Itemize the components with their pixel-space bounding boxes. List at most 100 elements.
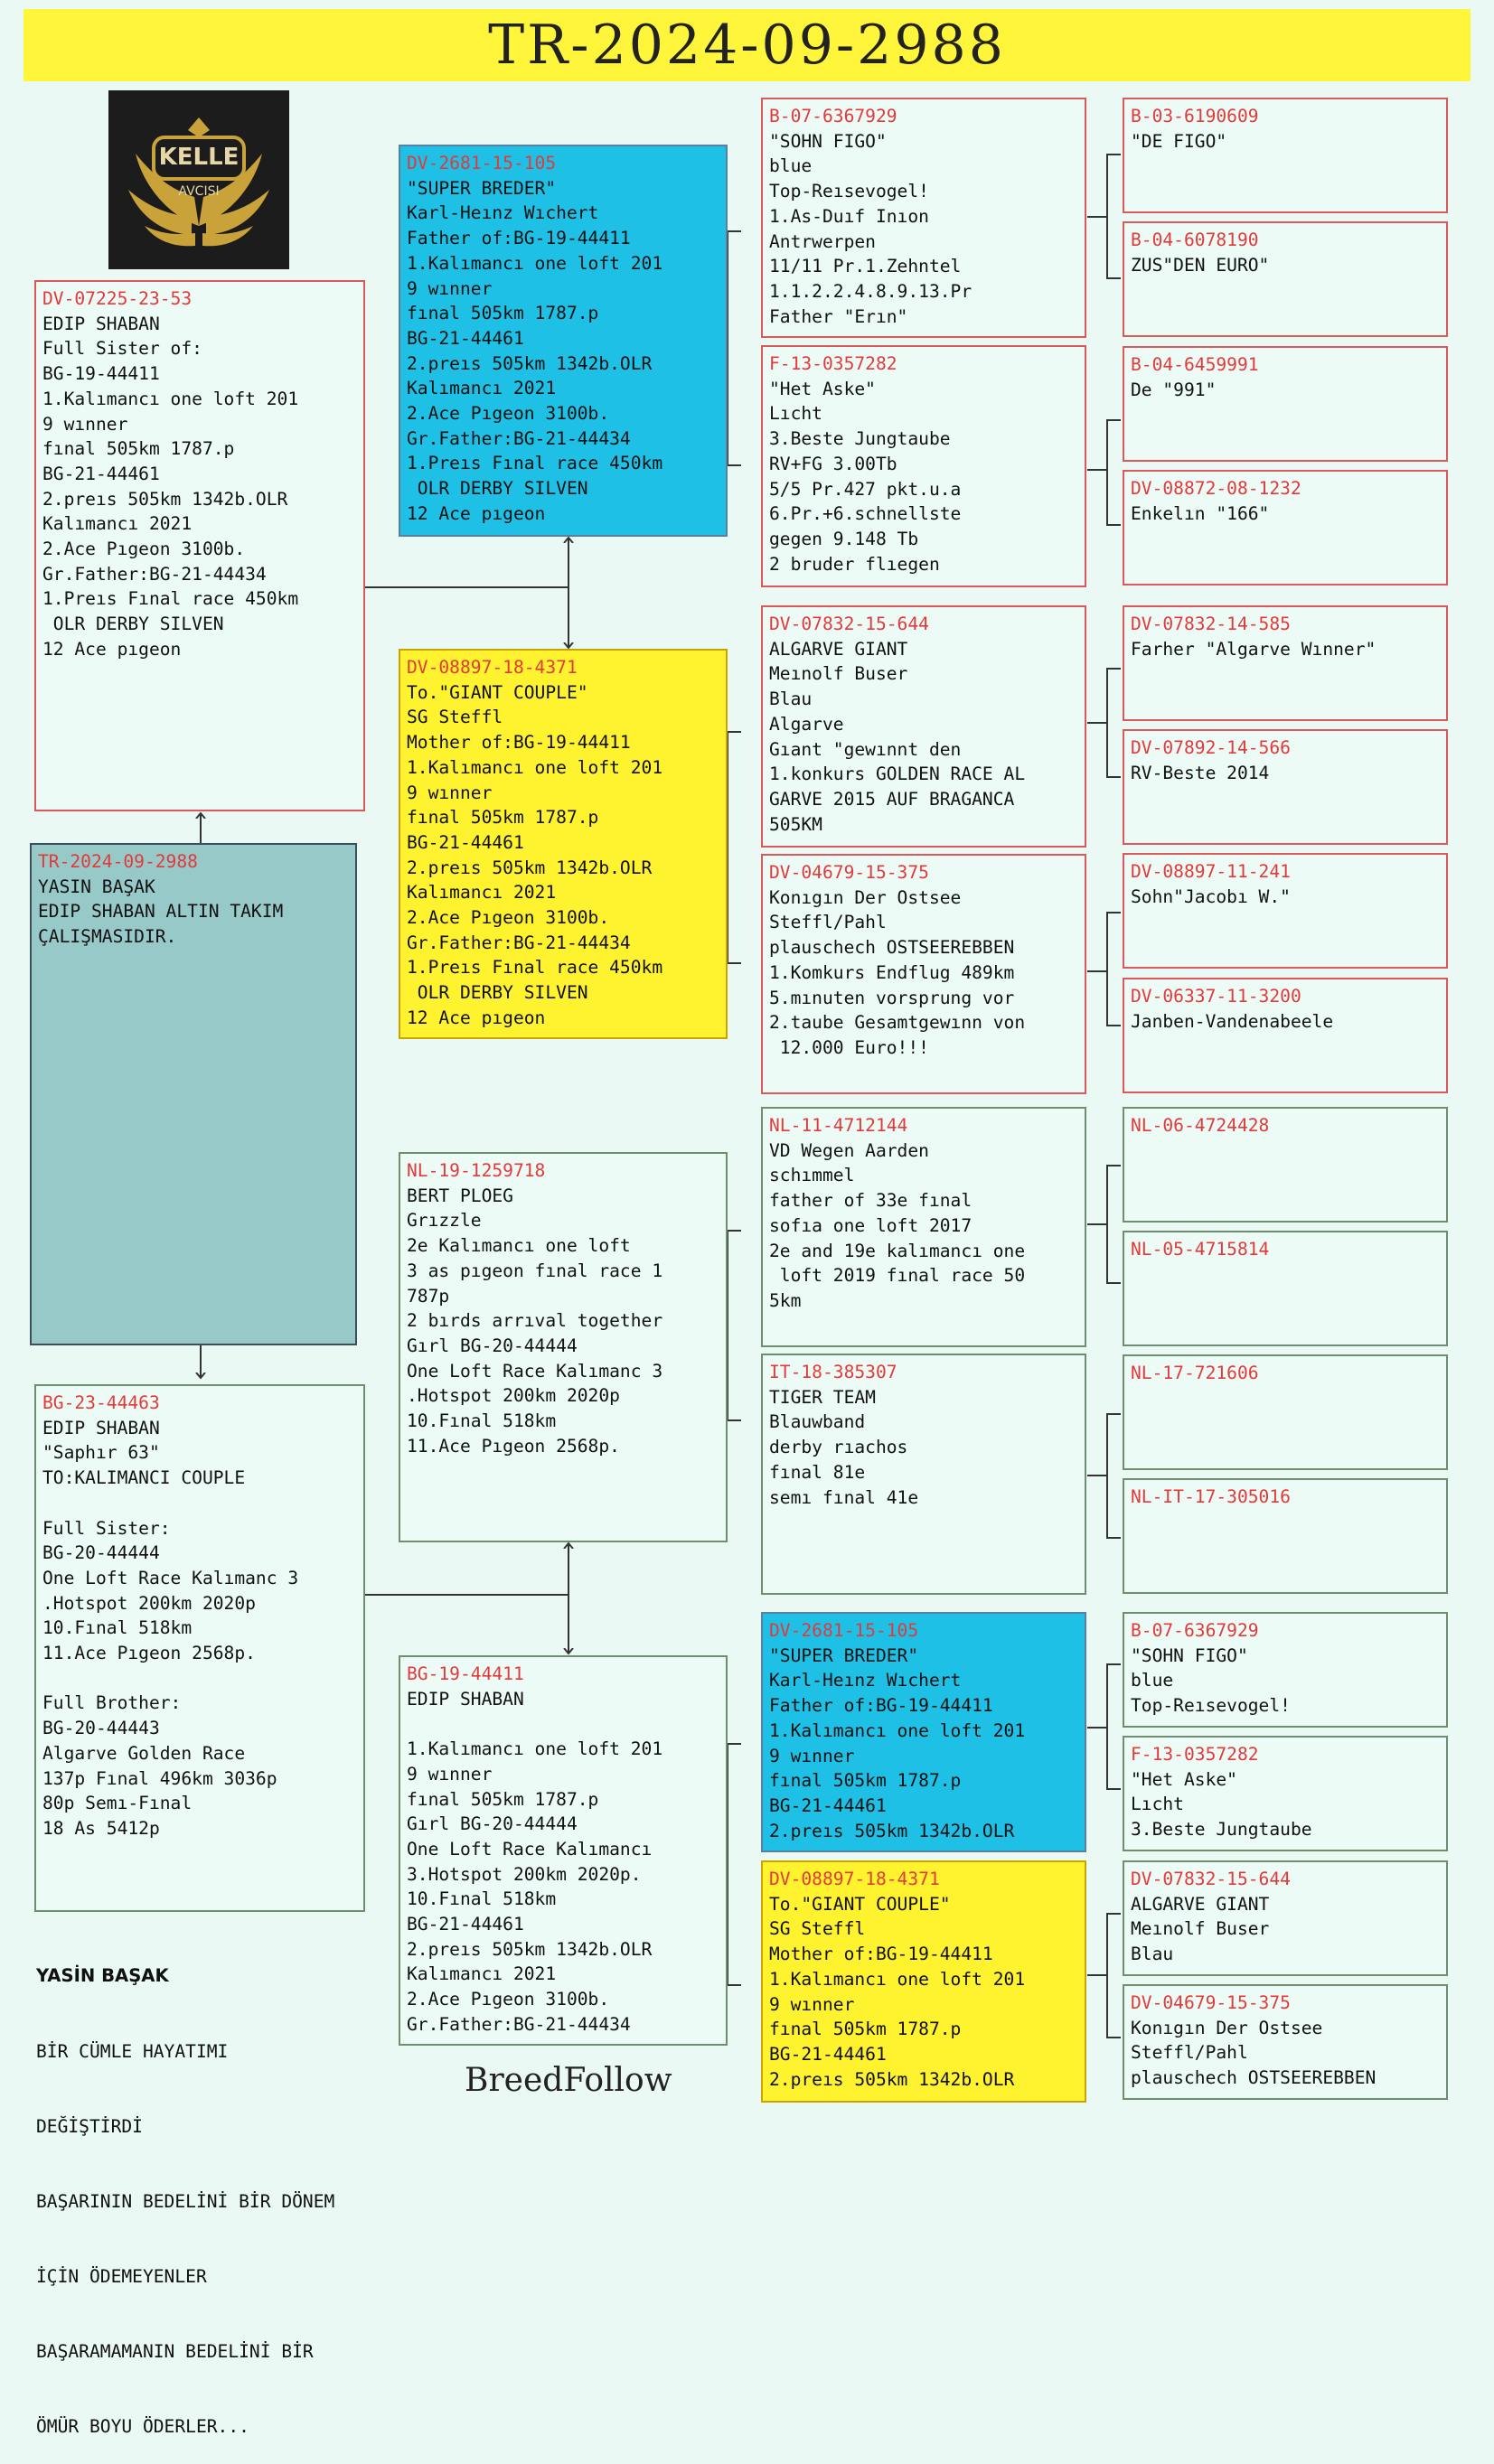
pedigree-line: Steffl/Pahl: [1131, 2042, 1248, 2064]
pedigree-line: "SOHN FIGO": [1131, 1644, 1248, 1666]
ring-number: TR-2024-09-2988: [38, 851, 198, 872]
pedigree-line: 137p Fınal 496km 3036p: [42, 1767, 277, 1789]
ring-number: B-07-6367929: [769, 106, 897, 126]
pedigree-line: 2.Ace Pıgeon 3100b.: [407, 403, 610, 425]
pedigree-line: 11.Ace Pıgeon 2568p.: [42, 1643, 256, 1664]
ring-number: DV-08897-18-4371: [769, 1869, 940, 1889]
pedigree-line: 2.preıs 505km 1342b.OLR: [407, 352, 653, 374]
pedigree-line: 2 bruder flıegen: [769, 553, 940, 575]
pedigree-line: BG-21-44461: [42, 463, 160, 484]
quote-block: YASİN BAŞAK BİR CÜMLE HAYATIMI DEĞİŞTİRD…: [36, 1914, 334, 2464]
pedigree-line: One Loft Race Kalımancı: [407, 1838, 653, 1860]
quote-line: BAŞARININ BEDELİNİ BİR DÖNEM: [36, 2190, 335, 2212]
pedigree-card-ggen-1[interactable]: B-03-6190609"DE FIGO": [1123, 98, 1448, 213]
pedigree-line: 80p Semı-Fınal: [42, 1793, 193, 1814]
pedigree-line: BG-21-44461: [407, 327, 524, 349]
pedigree-line: Antrwerpen: [769, 230, 876, 252]
pedigree-card-sire[interactable]: DV-2681-15-105"SUPER BREDER"Karl-Heınz W…: [399, 145, 728, 537]
ring-number: NL-05-4715814: [1131, 1239, 1270, 1260]
pedigree-line: 9 wınner: [769, 1993, 855, 2015]
pedigree-line: To."GIANT COUPLE": [407, 681, 588, 703]
pedigree-line: father of 33e fınal: [769, 1190, 973, 1212]
pedigree-line: 11.Ace Pıgeon 2568p.: [407, 1435, 620, 1457]
pedigree-line: 10.Fınal 518km: [407, 1888, 557, 1910]
pedigree-line: fınal 505km 1787.p: [407, 1788, 599, 1810]
pedigree-card-ggen-10[interactable]: NL-05-4715814: [1123, 1231, 1448, 1346]
pedigree-line: 2.Ace Pıgeon 3100b.: [407, 907, 610, 929]
ring-number: B-04-6078190: [1131, 230, 1259, 250]
pedigree-line: Full Brother:: [42, 1692, 182, 1714]
pedigree-line: Steffl/Pahl: [769, 912, 887, 933]
pedigree-line: 5.mınuten vorsprung vor: [769, 987, 1015, 1008]
pedigree-line: VD Wegen Aarden: [769, 1139, 929, 1161]
ring-number: NL-19-1259718: [407, 1160, 546, 1181]
pedigree-line: Blau: [1131, 1944, 1174, 1965]
breedfollow-brand: BreedFollow: [465, 2062, 672, 2099]
pedigree-line: 2.taube Gesamtgewınn von: [769, 1012, 1026, 1034]
pedigree-line: Kalımancı 2021: [407, 378, 557, 399]
pedigree-line: 505KM: [769, 813, 822, 835]
pedigree-card-ggen-11[interactable]: NL-17-721606: [1123, 1354, 1448, 1470]
pedigree-card-ggen-12[interactable]: NL-IT-17-305016: [1123, 1478, 1448, 1594]
pedigree-card-grandsire-4[interactable]: DV-2681-15-105"SUPER BREDER"Karl-Heınz W…: [761, 1612, 1086, 1852]
quote-line: DEĞİŞTİRDİ: [36, 2115, 143, 2137]
pedigree-line: Janben-Vandenabeele: [1131, 1010, 1334, 1032]
pedigree-line: EDIP SHABAN: [407, 1688, 524, 1710]
pedigree-line: 9 wınner: [407, 277, 493, 299]
quote-author: YASİN BAŞAK: [36, 1965, 169, 1987]
pedigree-line: 11/11 Pr.1.Zehntel: [769, 256, 962, 277]
pedigree-line: "SUPER BREDER": [769, 1644, 919, 1666]
ring-number: DV-07225-23-53: [42, 288, 193, 309]
logo-text-kelle: KELLE: [159, 144, 240, 171]
pedigree-line: 3.Beste Jungtaube: [769, 428, 951, 450]
pedigree-line: Konıgın Der Ostsee: [1131, 2017, 1323, 2038]
pedigree-line: 1.As-Duıf Inıon: [769, 205, 929, 227]
pedigree-line: Gr.Father:BG-21-44434: [407, 2013, 631, 2035]
pedigree-line: plauschech OSTSEEREBBEN: [1131, 2067, 1377, 2089]
pedigree-line: 5km: [769, 1289, 802, 1311]
pedigree-line: Gırl BG-20-44444: [407, 1335, 578, 1356]
quote-line: BAŞARAMAMANIN BEDELİNİ BİR: [36, 2340, 314, 2362]
pedigree-line: EDIP SHABAN ALTIN TAKIM: [38, 901, 284, 923]
pedigree-line: ALGARVE GIANT: [769, 638, 908, 660]
pedigree-line: 1.Preıs Fınal race 450km: [407, 957, 663, 979]
pedigree-line: 6.Pr.+6.schnellste: [769, 503, 962, 525]
ring-number: NL-17-721606: [1131, 1363, 1259, 1383]
logo-text-avcisi: AVCISI: [178, 184, 219, 199]
pedigree-line: Algarve Golden Race: [42, 1742, 246, 1764]
pedigree-line: OLR DERBY SILVEN: [407, 982, 588, 1004]
pedigree-line: 787p: [407, 1285, 450, 1307]
ring-number: DV-07832-15-644: [769, 614, 929, 634]
pedigree-line: 1.Kalımancı one loft 201: [407, 756, 663, 778]
pedigree-line: 2 bırds arrıval together: [407, 1310, 663, 1332]
pedigree-line: 1.Preıs Fınal race 450km: [42, 588, 299, 610]
pedigree-line: 10.Fınal 518km: [407, 1410, 557, 1432]
pedigree-card-ggen-9[interactable]: NL-06-4724428: [1123, 1107, 1448, 1223]
pedigree-line: semı fınal 41e: [769, 1486, 919, 1508]
pedigree-line: BG-20-44443: [42, 1718, 160, 1739]
